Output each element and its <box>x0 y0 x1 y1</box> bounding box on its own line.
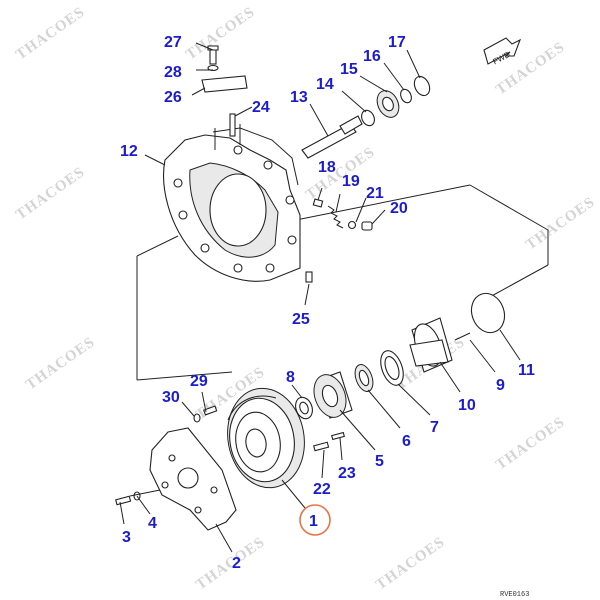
mounting-bolts <box>313 431 345 452</box>
thrust-washer <box>295 396 313 420</box>
watermark: THACOES <box>13 4 88 63</box>
seal-ring <box>380 350 404 386</box>
callout-14[interactable]: 14 <box>316 76 334 93</box>
callout-27[interactable]: 27 <box>164 34 182 51</box>
callout-3[interactable]: 3 <box>122 529 131 546</box>
needle-bearing <box>354 364 374 392</box>
dowel-pin <box>229 113 236 137</box>
callout-8[interactable]: 8 <box>286 369 295 386</box>
callout-28[interactable]: 28 <box>164 64 182 81</box>
drain-plug <box>305 271 313 283</box>
callout-18[interactable]: 18 <box>318 159 336 176</box>
callout-16[interactable]: 16 <box>363 48 381 65</box>
callout-4[interactable]: 4 <box>148 515 157 532</box>
drive-plate <box>149 427 237 531</box>
callout-9[interactable]: 9 <box>496 377 505 394</box>
bearing-set <box>361 75 431 127</box>
callout-12[interactable]: 12 <box>120 143 138 160</box>
watermark: THACOES <box>523 194 598 253</box>
callout-1[interactable]: 1 <box>309 513 318 530</box>
assembly-frame-lines <box>136 184 549 381</box>
watermark: THACOES <box>13 164 88 223</box>
callout-26[interactable]: 26 <box>164 89 182 106</box>
callout-24[interactable]: 24 <box>252 99 270 116</box>
shaft <box>301 115 363 159</box>
bracket-assembly <box>201 45 248 93</box>
callout-2[interactable]: 2 <box>232 555 241 572</box>
callout-23[interactable]: 23 <box>338 465 356 482</box>
callout-7[interactable]: 7 <box>430 419 439 436</box>
leader-lines <box>119 42 521 553</box>
callout-10[interactable]: 10 <box>458 397 476 414</box>
pump-shaft <box>409 317 471 373</box>
callout-15[interactable]: 15 <box>340 61 358 78</box>
callout-5[interactable]: 5 <box>375 453 384 470</box>
fwd-arrow-icon: FWD <box>483 37 522 66</box>
callout-21[interactable]: 21 <box>366 185 384 202</box>
highlight-ring <box>299 504 331 536</box>
flywheel-housing <box>163 124 301 282</box>
callout-labels: 27 28 26 24 13 14 15 16 17 12 18 19 21 2… <box>120 34 535 572</box>
drawing-code: RVE0163 <box>500 591 529 599</box>
relief-valve-parts <box>312 187 386 231</box>
watermark: THACOES <box>493 414 568 473</box>
callout-11[interactable]: 11 <box>518 362 535 379</box>
callout-25[interactable]: 25 <box>292 311 310 328</box>
cover-plate <box>470 292 506 334</box>
watermark: THACOES <box>193 534 268 593</box>
watermark: THACOES <box>373 534 448 593</box>
bolt-and-washer <box>193 405 218 423</box>
watermark: THACOES <box>23 334 98 393</box>
callout-29[interactable]: 29 <box>190 373 208 390</box>
stator-hub <box>313 371 353 419</box>
torque-converter <box>227 387 305 489</box>
callout-30[interactable]: 30 <box>162 389 180 406</box>
callout-22[interactable]: 22 <box>313 481 331 498</box>
callout-17[interactable]: 17 <box>388 34 406 51</box>
callout-6[interactable]: 6 <box>402 433 411 450</box>
watermark: THACOES <box>183 4 258 63</box>
callout-13[interactable]: 13 <box>290 89 308 106</box>
callout-19[interactable]: 19 <box>342 173 360 190</box>
callout-20[interactable]: 20 <box>390 200 408 217</box>
